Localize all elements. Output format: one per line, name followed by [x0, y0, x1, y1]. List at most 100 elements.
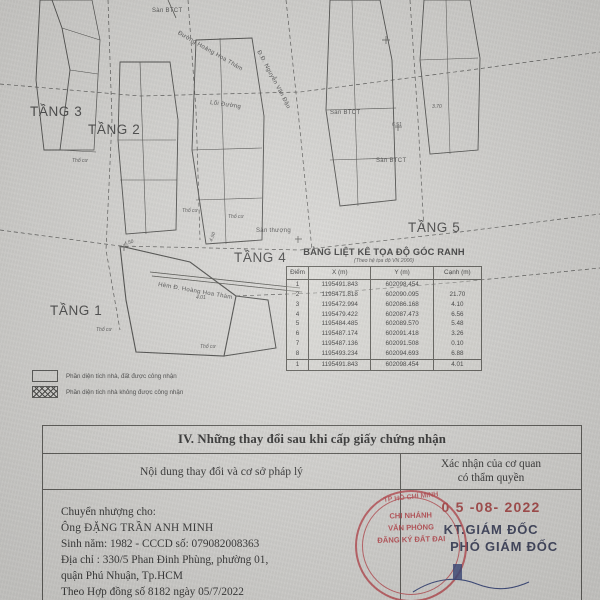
cell-point: 8 — [285, 349, 310, 360]
cell-edge: 0.10 — [432, 339, 483, 350]
area-label-tho-cu-4: Thổ cư — [228, 214, 244, 220]
cell-x: 1195479.422 — [308, 309, 372, 320]
table-row: 8 1195493.234 602094.693 6.88 — [285, 349, 483, 360]
cell-y: 602094.693 — [370, 349, 434, 360]
cell-x: 1195491.843 — [308, 279, 372, 290]
cell-x: 1195493.234 — [308, 349, 372, 360]
coordinate-table-subtitle: (Theo hệ tọa độ VN 2000) — [354, 258, 414, 264]
area-label-tho-cu-3: Thổ cư — [182, 208, 198, 214]
signature-ink-mark — [453, 564, 462, 580]
cell-point: 1 — [285, 358, 310, 371]
column-header-point: Điểm — [285, 266, 310, 280]
transfer-line-address-2: quận Phú Nhuận, Tp.HCM — [61, 570, 183, 583]
handwritten-signature — [412, 578, 530, 593]
column-header-y: Y (m) — [370, 266, 434, 280]
cell-point: 7 — [285, 339, 310, 350]
transfer-details-body: Chuyển nhượng cho: Ông ĐẶNG TRẦN ANH MIN… — [43, 490, 400, 600]
cell-y: 602091.418 — [370, 329, 434, 340]
cell-point: 3 — [285, 299, 310, 310]
cell-y: 602091.508 — [370, 339, 434, 350]
legend: Phần diện tích nhà, đất được công nhận P… — [32, 370, 183, 402]
table-header-row: Điểm X (m) Y (m) Cạnh (m) — [285, 266, 483, 280]
cell-y: 602086.168 — [370, 299, 434, 310]
legend-swatch-plain — [32, 370, 58, 382]
table-row: 3 1195472.994 602086.168 4.10 — [285, 299, 483, 310]
coordinate-table-block: BẢNG LIỆT KÊ TỌA ĐỘ GÓC RANH (Theo hệ tọ… — [285, 247, 483, 371]
transfer-line-label: Chuyển nhượng cho: — [61, 506, 156, 518]
cell-edge: 6.56 — [432, 309, 483, 320]
legend-item-recognized: Phần diện tích nhà, đất được công nhận — [32, 370, 183, 382]
authority-confirmation-column: Xác nhận của cơ quan có thẩm quyền 0 5 -… — [355, 454, 581, 600]
table-row: 4 1195479.422 602087.473 6.56 — [285, 309, 483, 320]
coordinate-table-title: BẢNG LIỆT KÊ TỌA ĐỘ GÓC RANH — [303, 247, 465, 257]
cell-x: 1195472.994 — [308, 299, 372, 310]
cell-y: 602090.095 — [370, 289, 434, 300]
transfer-line-address-1: Địa chỉ : 330/5 Phan Đinh Phùng, phường … — [61, 554, 269, 567]
cell-point: 4 — [285, 309, 310, 320]
cell-point: 2 — [285, 289, 310, 300]
table-row: 6 1195487.174 602091.418 3.26 — [285, 329, 483, 340]
cell-edge: 6.88 — [432, 349, 483, 360]
column-header-authority-line1: Xác nhận của cơ quan — [440, 458, 542, 471]
transfer-line-name: Ông ĐẶNG TRẦN ANH MINH — [61, 522, 214, 535]
cell-x: 1195487.174 — [308, 329, 372, 340]
cell-edge: 5.48 — [432, 319, 483, 330]
cell-edge: 4.10 — [432, 299, 483, 310]
table-row: 5 1195484.485 602089.570 5.48 — [285, 319, 483, 330]
official-round-seal — [355, 490, 467, 600]
coordinate-table: Điểm X (m) Y (m) Cạnh (m) 1 1195491.843 … — [285, 266, 483, 371]
legend-item-unrecognized: Phần diện tích nhà không được công nhận — [32, 386, 183, 398]
dimension-label-4: 3.70 — [432, 104, 442, 110]
floor-label-tang-1: TẦNG 1 — [50, 303, 103, 318]
slab-label-san-thuong: Sàn thượng — [256, 228, 291, 234]
slab-label-san-btct-1: Sàn BTCT — [152, 8, 183, 14]
dimension-label-5: 6.51 — [392, 122, 402, 128]
column-header-content: Nội dung thay đổi và cơ sở pháp lý — [43, 454, 400, 490]
cell-point: 1 — [285, 279, 310, 290]
cell-x: 1195484.485 — [308, 319, 372, 330]
slab-label-san-btct-2: Sàn BTCT — [376, 158, 407, 164]
transfer-line-birth-id: Sinh năm: 1982 - CCCD số: 079082008363 — [61, 538, 260, 551]
cell-y: 602098.454 — [370, 358, 434, 371]
floor-label-tang-5: TẦNG 5 — [408, 220, 461, 235]
table-row: 2 1195471.818 602090.095 21.70 — [285, 289, 483, 300]
cell-x: 1195487.136 — [308, 339, 372, 350]
column-header-x: X (m) — [308, 266, 372, 280]
cell-edge: 4.01 — [432, 358, 483, 371]
cell-edge: 21.70 — [432, 289, 483, 300]
area-label-tho-cu-1: Thổ cư — [96, 327, 112, 333]
cell-point: 5 — [285, 319, 310, 330]
signatory-title-line2: PHÓ GIÁM ĐỐC — [450, 539, 558, 554]
transfer-line-contract: Theo Hợp đồng số 8182 ngày 05/7/2022 — [61, 586, 244, 599]
floor-label-tang-2: TẦNG 2 — [88, 122, 141, 137]
dimension-label-1: 4.01 — [196, 295, 206, 301]
cell-edge: 3.26 — [432, 329, 483, 340]
legend-label-recognized: Phần diện tích nhà, đất được công nhận — [66, 372, 177, 380]
cell-x: 1195471.818 — [308, 289, 372, 300]
column-header-edge: Cạnh (m) — [432, 266, 483, 280]
cell-point: 6 — [285, 329, 310, 340]
signatory-title-line1: KT.GIÁM ĐỐC — [443, 522, 539, 537]
legend-label-unrecognized: Phần diện tích nhà không được công nhận — [66, 388, 184, 396]
changes-content-column: Nội dung thay đổi và cơ sở pháp lý Chuyể… — [43, 454, 401, 600]
section-title: IV. Những thay đổi sau khi cấp giấy chứn… — [43, 426, 581, 454]
seal-inner-text: CHI NHÁNH VĂN PHÒNG ĐĂNG KÝ ĐẤT ĐAI — [357, 509, 466, 547]
column-header-authority: Xác nhận của cơ quan có thẩm quyền — [401, 454, 581, 490]
table-row: 7 1195487.136 602091.508 0.10 — [285, 339, 483, 350]
legend-swatch-hatched — [32, 386, 58, 398]
cell-edge — [432, 279, 483, 290]
floor-label-tang-3: TẦNG 3 — [30, 104, 83, 119]
cell-y: 602098.454 — [370, 279, 434, 290]
cell-y: 602087.473 — [370, 309, 434, 320]
cell-y: 602089.570 — [370, 319, 434, 330]
floor-label-tang-4: TẦNG 4 — [234, 250, 287, 265]
cell-x: 1195491.843 — [308, 358, 372, 371]
area-label-tho-cu-5: Thổ cư — [72, 158, 88, 164]
slab-label-san-btct-3: Sàn BTCT — [330, 110, 361, 116]
table-row: 1 1195491.843 602098.454 4.01 — [285, 358, 483, 371]
table-row: 1 1195491.843 602098.454 — [285, 279, 483, 290]
changes-section-box: IV. Những thay đổi sau khi cấp giấy chứn… — [42, 425, 582, 600]
column-header-authority-line2: có thẩm quyền — [457, 471, 525, 484]
approval-date-stamp: 0 5 -08- 2022 — [441, 499, 541, 515]
